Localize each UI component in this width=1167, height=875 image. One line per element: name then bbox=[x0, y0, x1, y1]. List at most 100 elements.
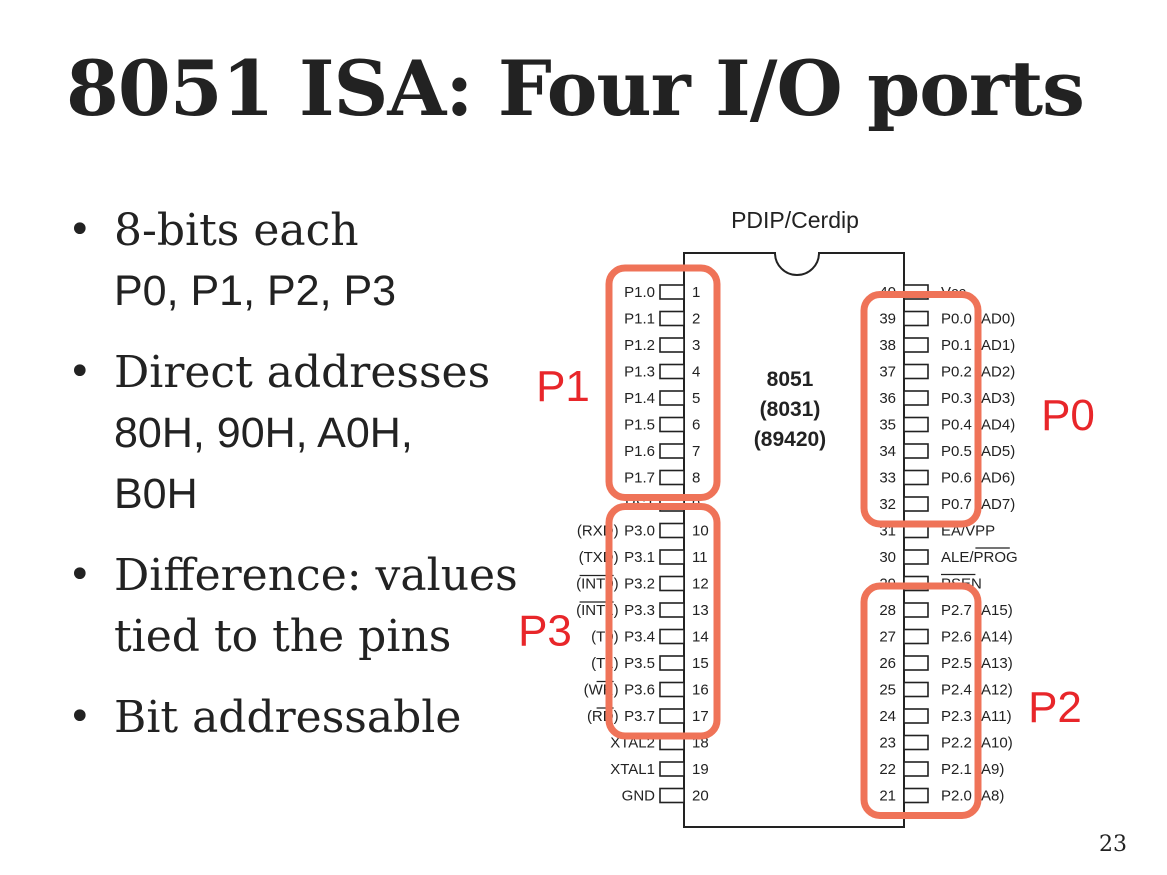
pin-name: P3.1 bbox=[624, 549, 655, 566]
pin-name: P3.5 bbox=[624, 655, 655, 672]
pin-box-icon bbox=[659, 628, 685, 645]
bullet-subtext: 80H, 90H, A0H, bbox=[114, 409, 413, 457]
pin-number: 20 bbox=[692, 788, 709, 805]
pin-number: 26 bbox=[879, 655, 896, 672]
pin-number: 1 bbox=[692, 284, 700, 301]
port-highlight-p2 bbox=[860, 582, 982, 819]
pin-number: 5 bbox=[692, 390, 700, 407]
bullet-dot-icon: • bbox=[68, 694, 92, 740]
pin-number: 7 bbox=[692, 443, 700, 460]
bullet-text: Bit addressable bbox=[114, 692, 462, 743]
pin-name: P3.7 bbox=[624, 708, 655, 725]
bullet-text: 8-bits each bbox=[114, 205, 359, 256]
pin-name: P1.0 bbox=[624, 284, 655, 301]
bullet-item: • Direct addresses 80H, 90H, A0H, B0H bbox=[68, 342, 508, 525]
pin-box-icon bbox=[659, 575, 685, 592]
pin-number: 34 bbox=[879, 443, 896, 460]
pin-box-icon bbox=[659, 787, 685, 804]
pin-box-icon bbox=[903, 681, 929, 698]
bullet-dot-icon: • bbox=[68, 349, 92, 395]
pin-box-icon bbox=[659, 310, 685, 327]
package-label: PDIP/Cerdip bbox=[731, 207, 859, 233]
pin-box-icon bbox=[903, 734, 929, 751]
pin-number: 19 bbox=[692, 761, 709, 778]
pin-number: 14 bbox=[692, 629, 709, 646]
pin-name: P1.1 bbox=[624, 311, 655, 328]
pin-name: P3.4 bbox=[624, 629, 655, 646]
pin-box-icon bbox=[659, 443, 685, 459]
pin-number: 36 bbox=[879, 390, 896, 407]
pin-box-icon bbox=[903, 628, 929, 645]
pin-box-icon bbox=[903, 787, 929, 804]
pin-number: 23 bbox=[879, 735, 896, 752]
pin-number: 3 bbox=[692, 337, 700, 354]
bullet-text: tied to the pins bbox=[114, 611, 452, 662]
pin-box-icon bbox=[659, 390, 685, 406]
slide-number: 23 bbox=[1099, 832, 1127, 857]
port-label-p1: P1 bbox=[536, 362, 590, 411]
bullet-subtext: B0H bbox=[114, 470, 198, 518]
port-highlight-p3 bbox=[605, 503, 721, 740]
pin-box-icon bbox=[659, 522, 685, 539]
pin-box-icon bbox=[903, 390, 929, 406]
port-label-p3: P3 bbox=[518, 606, 572, 655]
bullet-text: Difference: values bbox=[114, 550, 518, 601]
bullet-subtext: P0, P1, P2, P3 bbox=[114, 267, 397, 315]
pin-box-icon bbox=[659, 681, 685, 698]
pin-name: XTAL1 bbox=[610, 761, 655, 778]
chip-name: 8051 bbox=[767, 368, 814, 391]
pin-box-icon bbox=[903, 708, 929, 724]
pin-number: 17 bbox=[692, 708, 709, 725]
pin-alt-function: (WR) bbox=[584, 682, 619, 699]
pin-alt-function: (T0) bbox=[591, 629, 619, 646]
pin-name: P3.6 bbox=[624, 682, 655, 699]
pin-number: 35 bbox=[879, 417, 896, 434]
pin-name: P1.5 bbox=[624, 417, 655, 434]
pin-number: 11 bbox=[692, 549, 708, 566]
port-label-p2: P2 bbox=[1028, 683, 1082, 732]
pin-box-icon bbox=[903, 602, 929, 618]
pin-alt-function: (TXD) bbox=[579, 549, 619, 566]
pin-box-icon bbox=[903, 443, 929, 459]
pin-number: 33 bbox=[879, 470, 896, 487]
pin-name: P3.3 bbox=[624, 602, 655, 619]
pin-name: P2.0 (A8) bbox=[941, 788, 1004, 805]
pin-number: 32 bbox=[879, 496, 896, 513]
pin-name: P1.7 bbox=[624, 470, 655, 487]
pin-number: 10 bbox=[692, 523, 709, 540]
pin-alt-function: (T1) bbox=[591, 655, 619, 672]
pin-number: 13 bbox=[692, 602, 709, 619]
pin-number: 8 bbox=[692, 470, 700, 487]
pin-number: 38 bbox=[879, 337, 896, 354]
pin-box-icon bbox=[903, 337, 929, 353]
pin-number: 12 bbox=[692, 576, 709, 593]
pin-number: 2 bbox=[692, 311, 700, 328]
pin-name: P1.3 bbox=[624, 364, 655, 381]
bullet-text: Direct addresses bbox=[114, 347, 491, 398]
pin-name: P2.1 (A9) bbox=[941, 761, 1004, 778]
pin-box-icon bbox=[659, 761, 685, 777]
pin-name: P3.2 bbox=[624, 576, 655, 593]
pin-number: 21 bbox=[879, 788, 896, 805]
pin-number: 16 bbox=[692, 682, 709, 699]
pin-box-icon bbox=[659, 469, 685, 486]
pin-number: 39 bbox=[879, 311, 896, 328]
pin-box-icon bbox=[903, 469, 929, 486]
pin-box-icon bbox=[903, 761, 929, 777]
pin-box-icon bbox=[903, 655, 929, 671]
port-label-p0: P0 bbox=[1041, 391, 1095, 440]
port-highlight-p1 bbox=[605, 264, 721, 501]
pin-box-icon bbox=[659, 363, 685, 380]
pin-name: P3.0 bbox=[624, 523, 655, 540]
pin-box-icon bbox=[903, 549, 929, 565]
chip-name: (8031) bbox=[760, 398, 821, 421]
pin-box-icon bbox=[659, 655, 685, 671]
pin-box-icon bbox=[659, 708, 685, 724]
pin-box-icon bbox=[903, 363, 929, 380]
pin-number: 24 bbox=[879, 708, 896, 725]
slide-title: 8051 ISA: Four I/O ports bbox=[66, 44, 1085, 133]
pin-number: 4 bbox=[692, 364, 700, 381]
bullet-dot-icon: • bbox=[68, 207, 92, 253]
